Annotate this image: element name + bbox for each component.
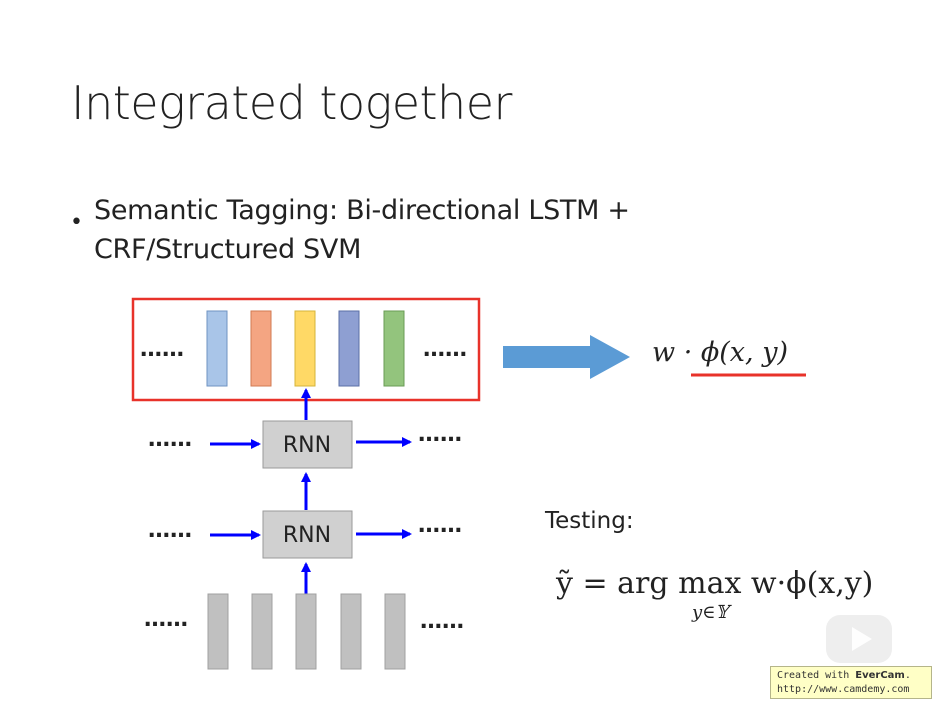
ellipsis-rnn2-right: ……	[418, 513, 462, 538]
rnn-label-upper: RNN	[283, 433, 331, 458]
ellipsis-rnn1-right: ……	[418, 422, 462, 447]
output-arrow	[503, 335, 630, 379]
input-bar-4	[340, 593, 362, 670]
input-bar-1	[207, 593, 229, 670]
ellipsis-top-left: ……	[140, 337, 184, 362]
feature-bar-4	[338, 310, 360, 387]
rnn-box-lower	[262, 510, 353, 559]
play-icon[interactable]	[822, 611, 896, 667]
input-bar-5	[384, 593, 406, 670]
testing-label: Testing:	[545, 508, 634, 534]
score-formula: w · ϕ(x, y)	[652, 337, 788, 368]
feature-bar-1	[206, 310, 228, 387]
ellipsis-top-right: ……	[423, 337, 467, 362]
rnn-label-lower: RNN	[283, 523, 331, 548]
testing-formula: ỹ = arg max w·ϕ(x,y)	[556, 566, 874, 601]
feature-bar-2	[250, 310, 272, 387]
bullet-dot: •	[70, 210, 83, 235]
bullet-text-line2: CRF/Structured SVM	[94, 234, 362, 265]
input-bar-2	[251, 593, 273, 670]
ellipsis-rnn2-left: ……	[148, 518, 192, 543]
watermark-url: http://www.camdemy.com	[777, 684, 910, 695]
ellipsis-input-left: ……	[144, 607, 188, 632]
watermark-brand: EverCam	[855, 670, 905, 681]
bullet-text-line1: Semantic Tagging: Bi-directional LSTM +	[94, 195, 630, 226]
input-bar-3	[295, 593, 317, 670]
rnn-box-upper	[262, 420, 353, 469]
ellipsis-input-right: ……	[420, 609, 464, 634]
watermark-prefix: Created with	[777, 670, 850, 681]
ellipsis-rnn1-left: ……	[148, 427, 192, 452]
feature-bar-3	[294, 310, 316, 387]
evercam-watermark[interactable]: Created with EverCam. http://www.camdemy…	[770, 666, 932, 699]
testing-formula-subscript: y∈𝕐	[692, 602, 729, 623]
slide-title: Integrated together	[71, 76, 512, 130]
feature-bar-5	[383, 310, 405, 387]
